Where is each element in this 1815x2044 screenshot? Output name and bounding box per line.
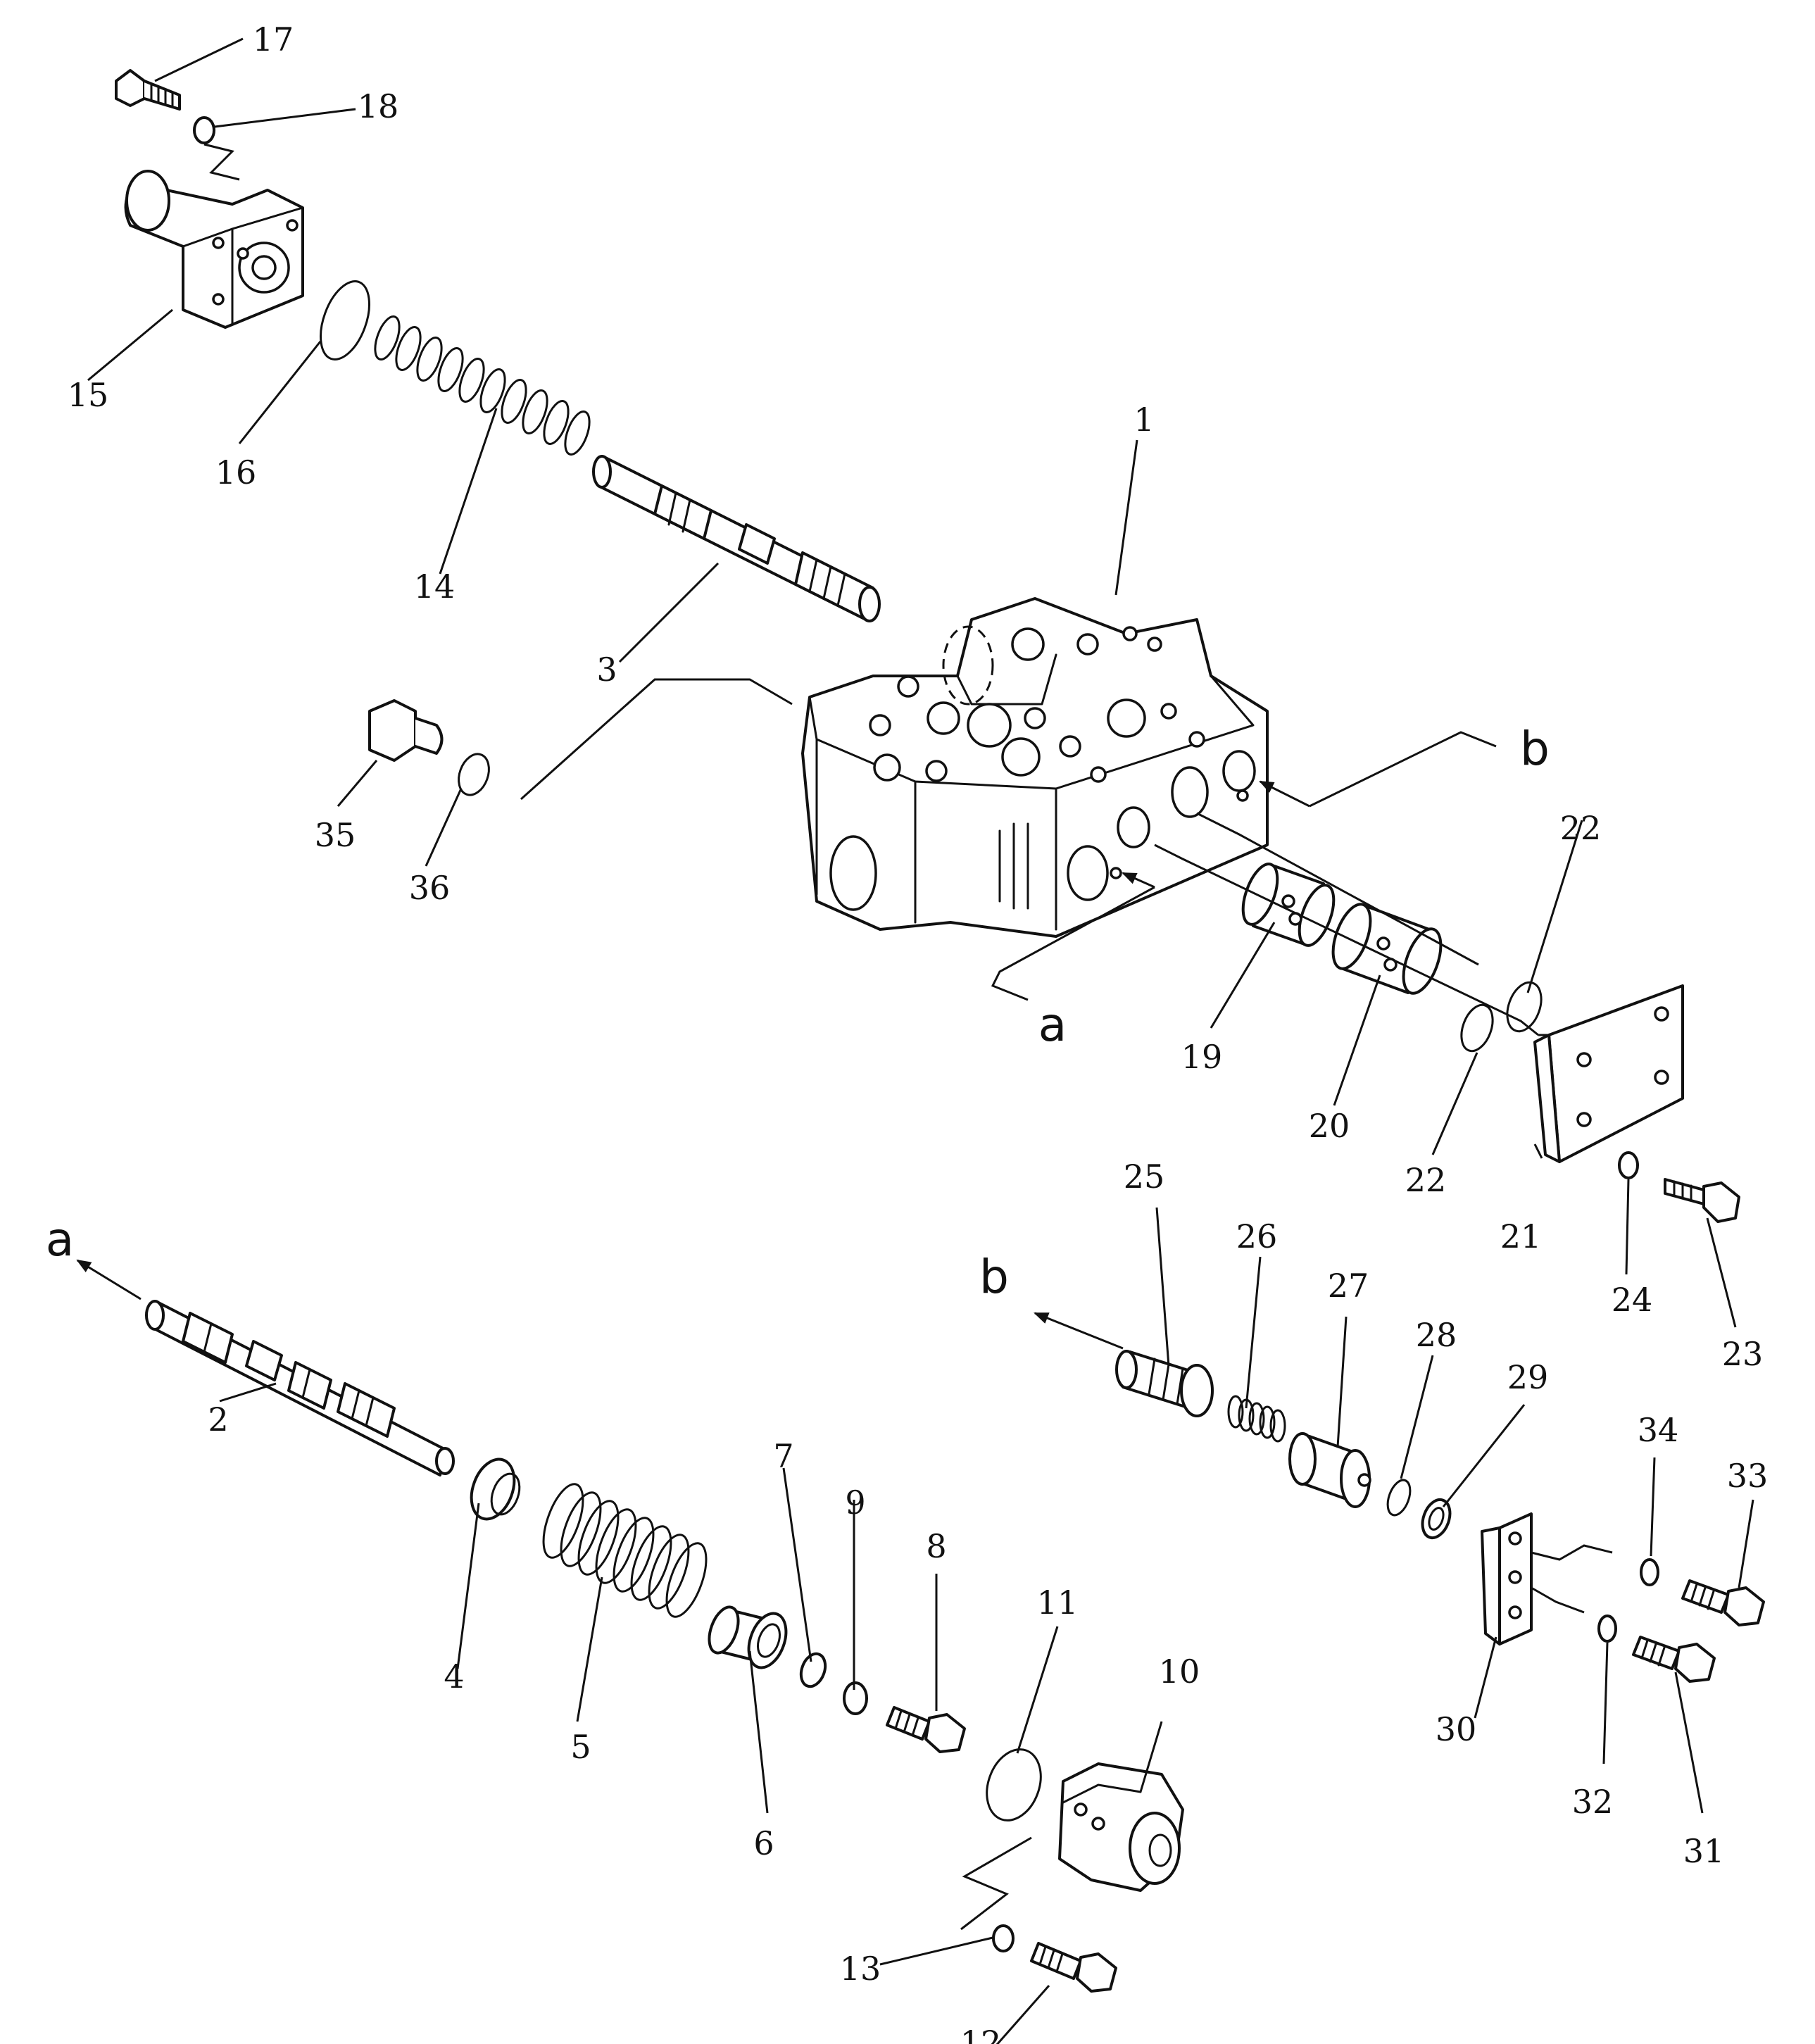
- sleeve-19: [1241, 863, 1336, 947]
- callout-30: 30: [1436, 1710, 1477, 1748]
- callout-18: 18: [358, 87, 399, 125]
- piston-25: [1115, 1350, 1214, 1417]
- bolt-31: [1632, 1636, 1716, 1683]
- callout-28: 28: [1416, 1316, 1457, 1354]
- spool-2: [145, 1300, 455, 1476]
- bolt-8: [886, 1706, 966, 1753]
- callout-14: 14: [414, 568, 456, 606]
- ring-29: [1421, 1498, 1452, 1540]
- callout-1: 1: [1133, 401, 1154, 439]
- callout-4: 4: [444, 1657, 464, 1695]
- valve-body: [801, 597, 1269, 938]
- callout-31: 31: [1683, 1832, 1725, 1870]
- ref-a-spool: a: [46, 1212, 74, 1267]
- callout-33: 33: [1727, 1457, 1769, 1495]
- bolt-17: [115, 69, 181, 111]
- callout-26: 26: [1236, 1217, 1278, 1255]
- oring-11: [986, 1748, 1042, 1822]
- ref-b-spool: b: [979, 1250, 1009, 1304]
- callout-20: 20: [1309, 1107, 1350, 1145]
- callout-23: 23: [1722, 1335, 1764, 1373]
- ref-a-body: a: [1038, 998, 1067, 1052]
- callout-27: 27: [1328, 1267, 1369, 1305]
- callout-7: 7: [773, 1437, 793, 1475]
- callout-15: 15: [68, 376, 109, 414]
- washer-34: [1640, 1558, 1659, 1586]
- callout-10: 10: [1159, 1653, 1200, 1691]
- callout-labels: 1 2 3 4 5 6 7 8 9 10 11 12 13 14 15 16 1…: [46, 20, 1769, 2044]
- callout-16: 16: [215, 453, 257, 491]
- sleeve-20: [1331, 903, 1443, 995]
- cover-15: [124, 170, 304, 329]
- callout-19: 19: [1181, 1038, 1223, 1076]
- spring-5: [542, 1483, 708, 1618]
- spring-14: [374, 315, 591, 456]
- washer-24: [1618, 1151, 1639, 1179]
- retainer-6: [708, 1605, 788, 1669]
- bolt-33: [1681, 1579, 1765, 1626]
- callout-5: 5: [570, 1728, 591, 1766]
- callout-36: 36: [409, 869, 451, 907]
- callout-21: 21: [1500, 1217, 1542, 1255]
- cover-21: [1533, 984, 1684, 1163]
- washer-18: [193, 116, 215, 144]
- callout-13: 13: [840, 1950, 881, 1988]
- plate-30: [1481, 1512, 1533, 1645]
- oring-36: [458, 753, 490, 796]
- plug-27: [1288, 1432, 1371, 1508]
- callout-35: 35: [315, 816, 356, 854]
- ref-b-body: b: [1520, 722, 1550, 776]
- callout-34: 34: [1638, 1411, 1679, 1449]
- callout-25: 25: [1124, 1158, 1165, 1196]
- callout-32: 32: [1572, 1783, 1614, 1821]
- washer-13: [992, 1924, 1015, 1952]
- oring-16: [320, 280, 370, 360]
- callout-24: 24: [1612, 1281, 1653, 1319]
- oring-28: [1386, 1479, 1412, 1517]
- retainer-4: [470, 1457, 521, 1521]
- cap-10: [1058, 1762, 1184, 1892]
- callout-11: 11: [1037, 1584, 1079, 1622]
- washer-9: [843, 1681, 868, 1715]
- spool-3: [592, 455, 881, 622]
- callout-22a: 22: [1560, 809, 1602, 847]
- callout-6: 6: [753, 1824, 774, 1862]
- spring-26: [1227, 1395, 1286, 1443]
- washer-7: [799, 1652, 827, 1688]
- callout-9: 9: [845, 1484, 865, 1522]
- bolt-23: [1664, 1178, 1740, 1223]
- callout-17: 17: [253, 20, 294, 58]
- bolt-12: [1030, 1942, 1117, 1993]
- washer-32: [1597, 1614, 1617, 1643]
- callout-22b: 22: [1405, 1161, 1447, 1199]
- callout-3: 3: [596, 651, 617, 689]
- callout-8: 8: [926, 1527, 946, 1565]
- oring-22-upper: [1506, 981, 1543, 1033]
- leader-lines: [87, 37, 1754, 2044]
- callout-12: 12: [960, 2024, 1002, 2044]
- plug-35: [368, 699, 444, 762]
- callout-2: 2: [208, 1400, 228, 1438]
- oring-22-lower: [1460, 1003, 1494, 1053]
- callout-29: 29: [1507, 1358, 1549, 1396]
